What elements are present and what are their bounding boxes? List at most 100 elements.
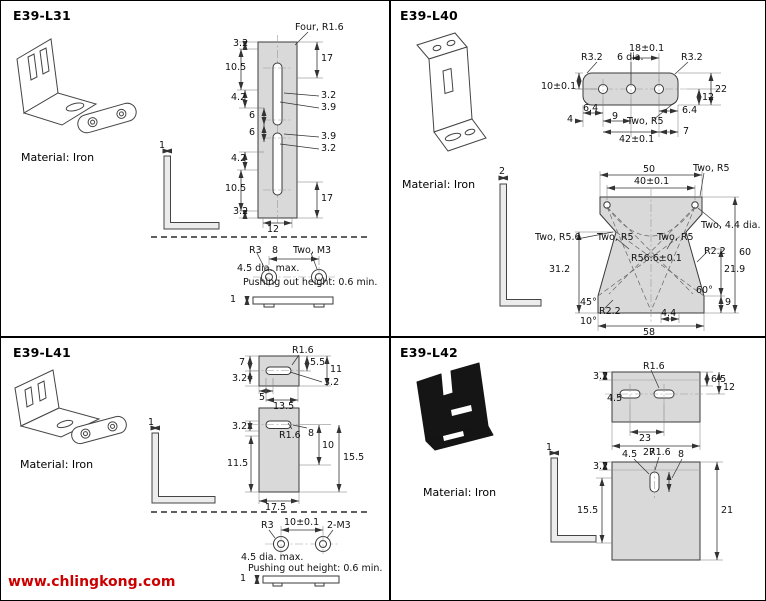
l42-bracket-illustration: [416, 362, 494, 451]
dim-label: 1: [230, 294, 237, 305]
dim-label: R1.6: [649, 447, 671, 458]
dim-label: 21: [721, 505, 734, 516]
dim-label: 1: [240, 573, 247, 584]
dim-label: 6.4: [583, 103, 599, 114]
l41-drawing: [14, 354, 369, 587]
l41-bracket-illustration: [14, 369, 127, 445]
dim-label: 6.5: [711, 374, 727, 385]
panel-title-l42: E39-L42: [400, 345, 458, 360]
l42-side-view: [549, 450, 597, 543]
dim-label: 60°: [696, 285, 713, 296]
dim-label: Two, R5: [657, 232, 694, 243]
dim-label: 10.5: [225, 183, 247, 194]
panel-e39-l40: E39-L40 Material: Iron R3.2 6 dia. 18±0.…: [391, 1, 765, 338]
dim-label: R3: [249, 245, 262, 256]
dim-label: 3.2: [232, 373, 248, 384]
dim-label: Two, R5: [627, 116, 664, 127]
dim-label: 3.2: [232, 421, 248, 432]
dim-label: R1.6: [292, 345, 314, 356]
dim-label: 10±0.1: [284, 517, 320, 528]
dim-label: 12: [267, 224, 280, 235]
dim-label: 10.5: [225, 62, 247, 73]
dim-label: 8: [308, 428, 315, 439]
watermark: www.chlingkong.com: [8, 574, 176, 590]
dim-label: Two, 4.4 dia.: [701, 220, 761, 231]
dim-label: 10: [322, 440, 335, 451]
panel-title-l40: E39-L40: [400, 8, 458, 23]
dim-label: 1: [148, 417, 155, 428]
dim-label: 4.5 dia. max.: [237, 263, 300, 274]
dim-label: 6: [249, 110, 256, 121]
dim-label: Two, R5.6: [535, 232, 581, 243]
l41-side-view: [150, 425, 216, 504]
panel-e39-l42: E39-L42 Material: Iron 3.2 R1.6 6.5 12 4…: [391, 338, 765, 600]
dim-label: 8: [678, 449, 685, 460]
dim-label: 3.9: [321, 102, 337, 113]
dim-label: R3.2: [581, 52, 603, 63]
dim-label: 60: [739, 247, 752, 258]
dim-label: 58: [643, 327, 656, 338]
dim-label: 15.5: [343, 452, 365, 463]
dim-label: 11: [330, 364, 343, 375]
dim-label: 10±0.1: [541, 81, 577, 92]
panel-e39-l31: E39-L31 Material: Iron Four, R1.6 3.2 10…: [1, 1, 391, 338]
panel-e39-l41: E39-L41 Material: Iron R1.6 7 5.5 11 3.2…: [1, 338, 391, 600]
dim-label: Two, M3: [293, 245, 332, 256]
dim-label: 12: [723, 382, 736, 393]
panel-title-l41: E39-L41: [13, 345, 71, 360]
material-label: Material: Iron: [20, 458, 94, 471]
material-label: Material: Iron: [402, 178, 476, 191]
dim-label: 2: [499, 166, 506, 177]
dim-label: 17.5: [265, 502, 287, 513]
dim-label: 7: [683, 126, 690, 137]
dim-label: 31.2: [549, 264, 571, 275]
dim-label: 4.4: [661, 308, 677, 319]
dim-label: 3.2: [593, 371, 609, 382]
dim-label: 4.5 dia. max.: [241, 552, 304, 563]
dim-label: 1: [546, 442, 553, 453]
dim-label: R3: [261, 520, 274, 531]
dim-label: 4.5: [607, 393, 623, 404]
dim-label: 10°: [580, 316, 597, 327]
dim-label: 3.2: [593, 461, 609, 472]
dim-label: 3.2: [324, 377, 340, 388]
dim-label: 40±0.1: [634, 176, 670, 187]
dim-label: 4.2: [231, 153, 247, 164]
l40-construction-lines: [597, 206, 705, 312]
dim-label: 4.5: [622, 449, 638, 460]
dim-label: 9: [612, 111, 619, 122]
dim-label: 3.9: [321, 131, 337, 142]
material-label: Material: Iron: [21, 151, 95, 164]
l41-hole-detail: [254, 526, 340, 587]
dim-label: 2-M3: [327, 520, 351, 531]
dim-label: 4: [567, 114, 574, 125]
dim-label: 42±0.1: [619, 134, 655, 145]
dim-label: Two, R5: [597, 232, 634, 243]
dim-label: R1.6: [279, 430, 301, 441]
dim-label: 17: [321, 193, 334, 204]
dim-label: 45°: [580, 297, 597, 308]
l42-drawing: [416, 362, 725, 561]
l40-plate-view: [575, 171, 739, 331]
l31-bracket-illustration: [16, 38, 137, 134]
dim-label: 50: [643, 164, 656, 175]
dim-label: R2.2: [704, 246, 726, 257]
dim-label: Pushing out height: 0.6 min.: [248, 563, 383, 574]
dim-label: 11.5: [227, 458, 249, 469]
panel-title-l31: E39-L31: [13, 8, 71, 23]
dim-label: R1.6: [643, 361, 665, 372]
dim-label: 17: [321, 53, 334, 64]
l31-drawing: [16, 31, 371, 308]
dim-label: R3.2: [681, 52, 703, 63]
dim-label: 5.5: [310, 357, 326, 368]
dim-label: 18±0.1: [629, 43, 665, 54]
dim-label: Four, R1.6: [295, 22, 344, 33]
dim-label: 22: [715, 84, 728, 95]
dim-label: Pushing out height: 0.6 min.: [243, 277, 378, 288]
dim-label: 27: [643, 447, 656, 458]
l31-side-view: [162, 148, 220, 230]
dim-label: 3.2: [233, 206, 249, 217]
dim-label: 13.5: [273, 401, 295, 412]
